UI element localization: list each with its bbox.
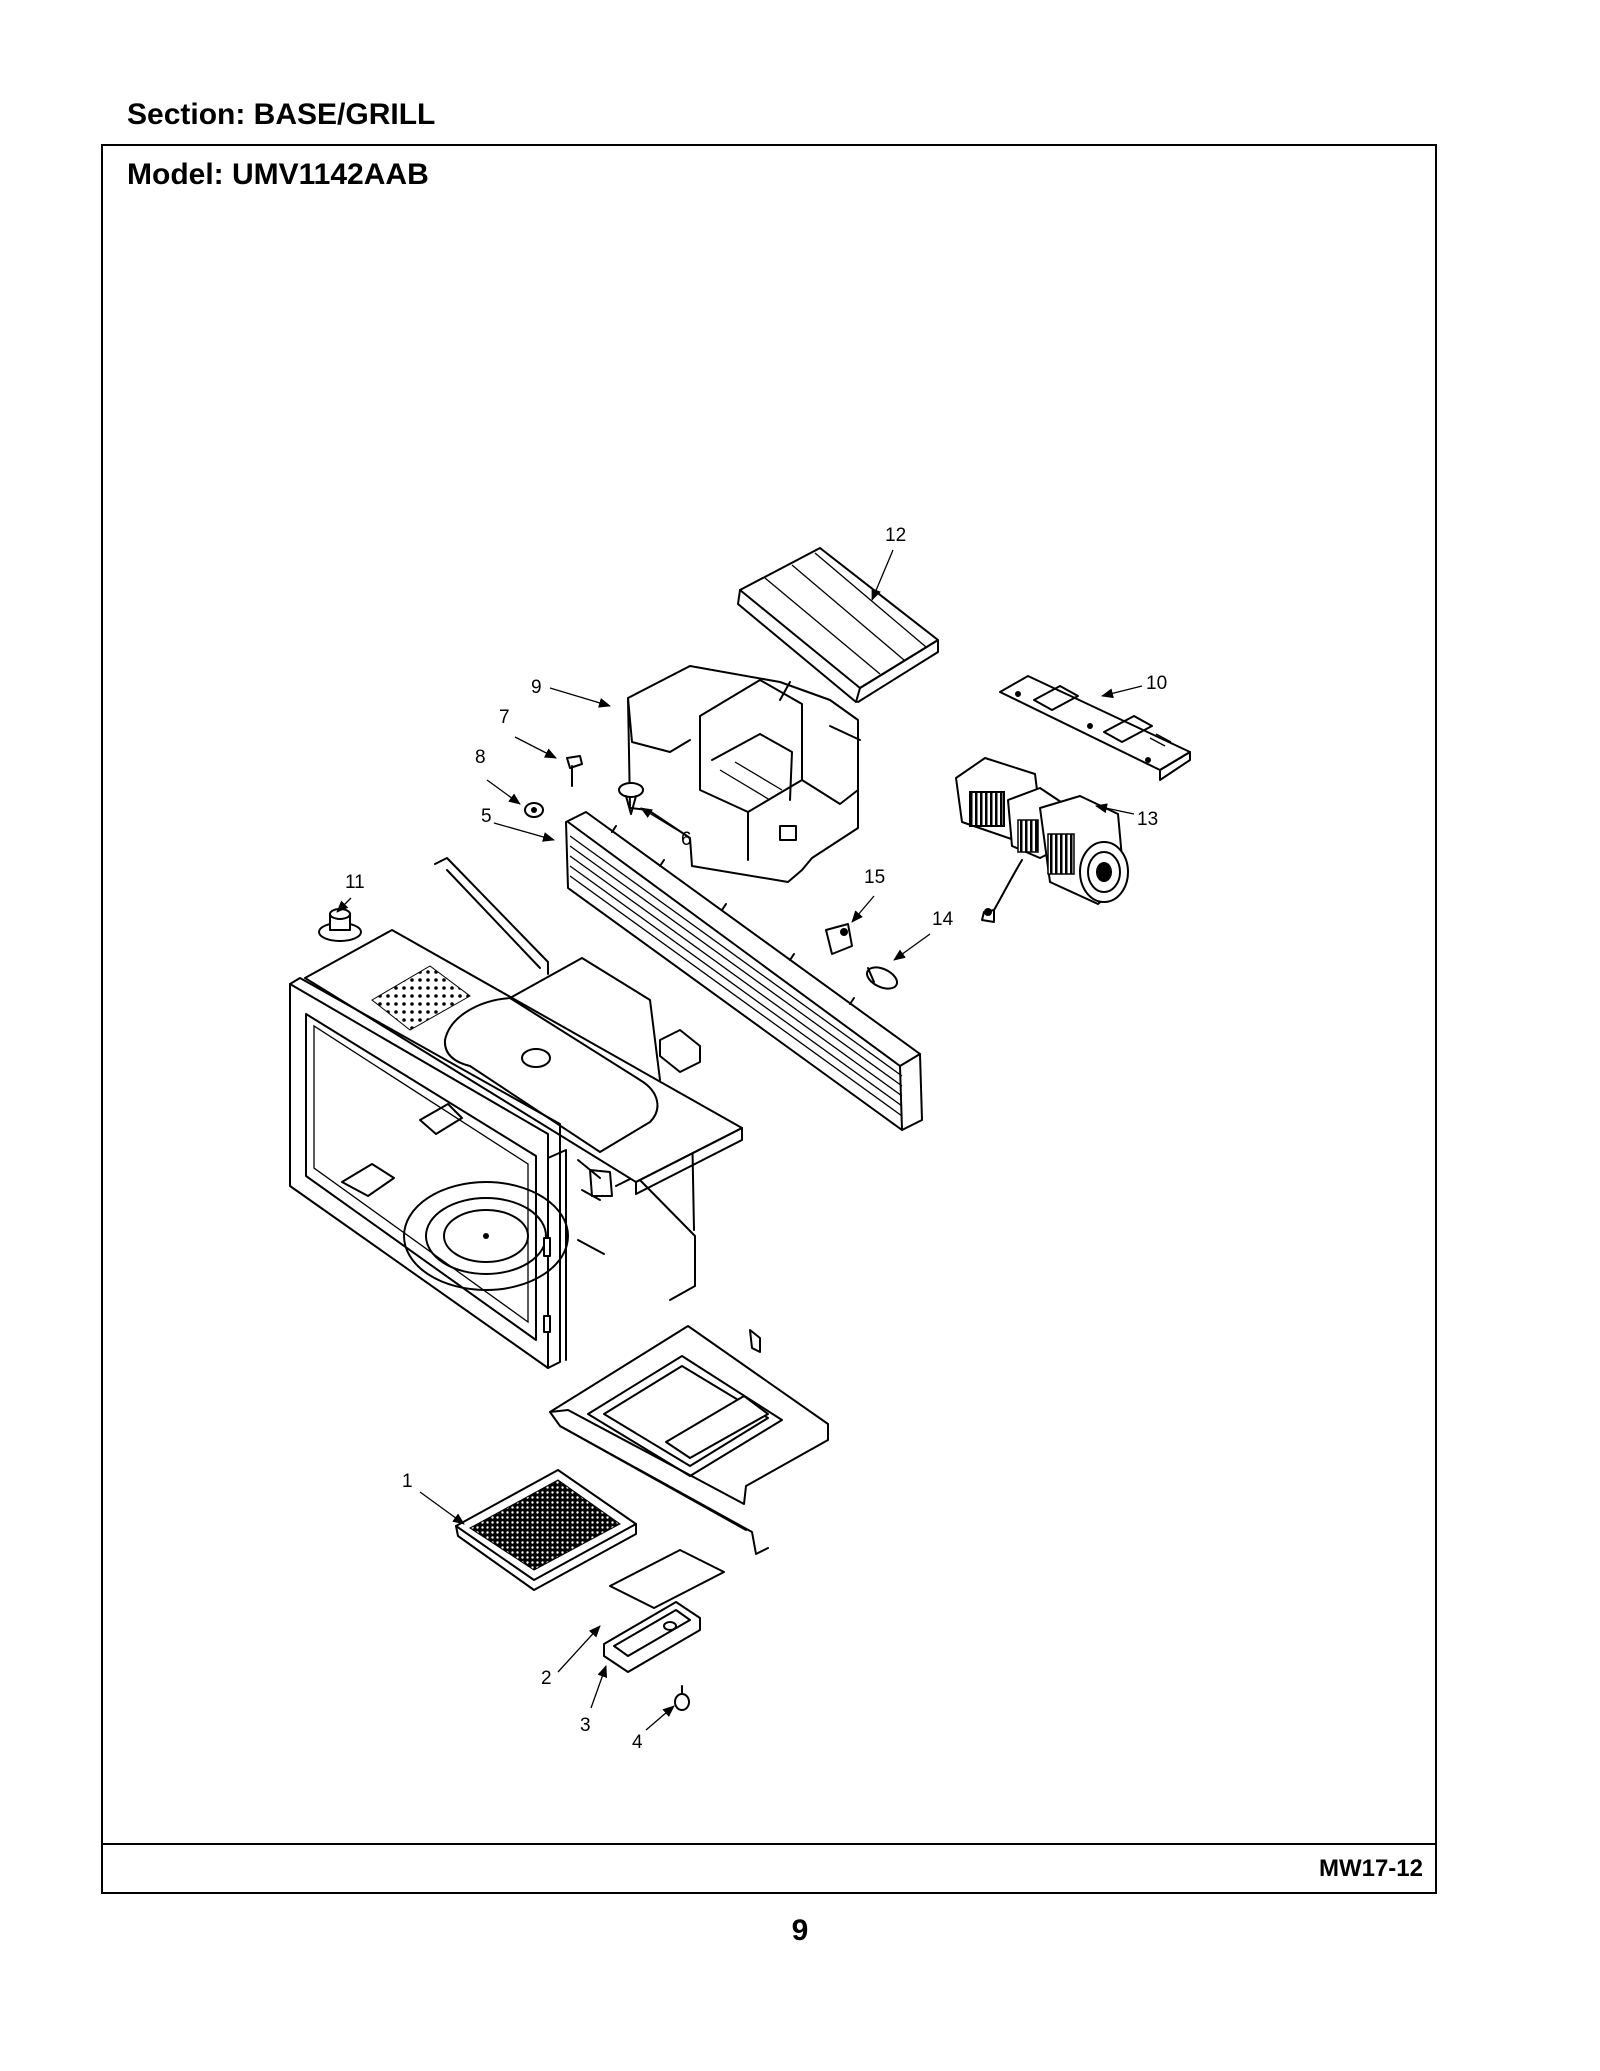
part-knob-11 xyxy=(318,908,362,942)
model-title: Model: UMV1142AAB xyxy=(127,158,429,191)
part-grease-filter xyxy=(455,1469,637,1591)
callout-4: 4 xyxy=(632,1732,643,1753)
part-clip-8 xyxy=(524,802,544,818)
callout-5: 5 xyxy=(481,806,492,827)
footer-divider xyxy=(101,1843,1437,1845)
callout-labels: 1 2 3 4 5 6 7 8 9 10 11 12 13 14 15 xyxy=(345,525,1167,1753)
part-screw-7 xyxy=(566,755,583,787)
section-title: Section: BASE/GRILL xyxy=(127,98,436,131)
part-screw-4 xyxy=(674,1685,690,1711)
callout-2: 2 xyxy=(541,1668,552,1689)
part-blower-motor xyxy=(955,757,1129,923)
callout-3: 3 xyxy=(580,1715,591,1736)
part-fan-plate xyxy=(999,675,1191,781)
part-screw-6 xyxy=(618,782,644,815)
document-code: MW17-12 xyxy=(1318,1855,1423,1882)
part-lamp-socket-15 xyxy=(825,923,853,955)
diagram-frame xyxy=(101,144,1437,1894)
callout-arrows xyxy=(336,549,1143,1731)
callout-15: 15 xyxy=(864,867,885,888)
callout-7: 7 xyxy=(499,707,510,728)
part-vent-cover xyxy=(737,547,939,703)
callout-11: 11 xyxy=(345,872,365,893)
part-charcoal-filter xyxy=(609,1549,725,1609)
part-bulb-14 xyxy=(866,966,898,990)
part-air-duct xyxy=(627,665,861,883)
callout-6: 6 xyxy=(681,829,692,850)
page-number: 9 xyxy=(791,1914,809,1947)
part-front-grille xyxy=(565,811,923,1131)
callout-9: 9 xyxy=(531,677,542,698)
callout-10: 10 xyxy=(1146,673,1167,694)
callout-1: 1 xyxy=(402,1471,413,1492)
part-oven-cavity xyxy=(289,857,743,1369)
part-filter-cover xyxy=(603,1601,701,1673)
callout-12: 12 xyxy=(885,525,906,546)
part-bottom-frame xyxy=(549,1325,829,1555)
callout-13: 13 xyxy=(1137,809,1158,830)
callout-14: 14 xyxy=(932,909,954,930)
callout-8: 8 xyxy=(475,747,486,768)
